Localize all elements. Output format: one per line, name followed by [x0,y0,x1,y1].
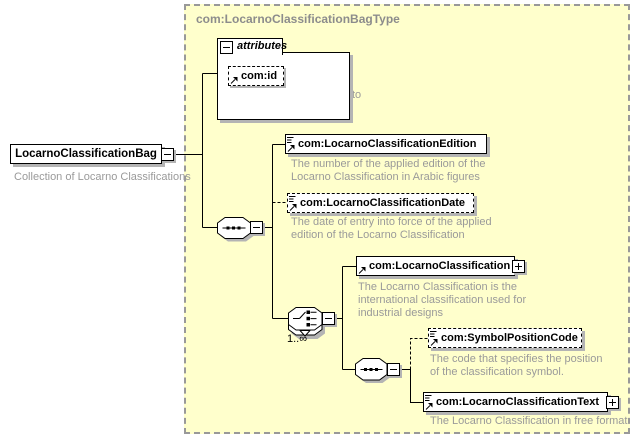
annotation: The number of the applied edition of the… [291,158,486,183]
multiplicity-label: 1..∞ [287,333,308,345]
reference-arrow-icon [230,77,238,84]
element-locarno-classification-text[interactable]: com:LocarnoClassificationText [423,392,608,412]
reference-arrow-icon [358,267,366,274]
element-locarno-classification-date[interactable]: com:LocarnoClassificationDate [287,193,474,213]
sequence-collapse-button[interactable] [250,221,263,234]
element-name: com:LocarnoClassificationText [436,396,599,408]
sequence-collapse-button[interactable] [387,363,400,376]
collapse-button[interactable] [161,148,174,161]
annotation: Collection of Locarno Classifications [14,171,191,183]
reference-arrow-icon [287,145,295,152]
reference-arrow-icon [425,403,433,410]
element-name: com:LocarnoClassification [369,260,511,272]
element-name: com:SymbolPositionCode [441,332,578,344]
element-locarno-classification-bag[interactable]: LocarnoClassificationBag [10,144,162,164]
expand-button[interactable] [512,260,525,273]
element-locarno-classification[interactable]: com:LocarnoClassification [356,256,515,276]
sequence-icon[interactable] [355,358,391,384]
choice-collapse-button[interactable] [322,312,335,325]
element-name: com:LocarnoClassificationEdition [298,138,477,150]
content-model-icon [425,395,432,401]
content-model-icon [430,331,437,337]
element-symbol-position-code[interactable]: com:SymbolPositionCode [428,328,582,348]
element-name: LocarnoClassificationBag [15,148,157,160]
complex-type-label: com:LocarnoClassificationBagType [196,12,400,26]
reference-arrow-icon [289,204,297,211]
solid-connectors [174,73,423,403]
attribute-name: com:id [241,70,278,82]
reference-arrow-icon [430,339,438,346]
content-model-icon [287,137,294,143]
annotation: The Locarno Classification in free forma… [430,415,628,427]
annotation: The code that specifies the position of … [430,353,603,378]
content-model-icon [289,196,296,202]
expand-button[interactable] [606,396,619,409]
annotation: The date of entry into force of the appl… [291,216,492,241]
sequence-icon[interactable] [217,217,254,242]
annotation: The Locarno Classification is the intern… [358,281,527,319]
attributes-box [217,52,350,120]
attribute-com-id[interactable]: com:id [228,66,284,86]
dashed-connectors [272,202,428,370]
attributes-collapse-button[interactable] [220,41,233,54]
element-locarno-classification-edition[interactable]: com:LocarnoClassificationEdition [285,134,487,154]
choice-icon[interactable] [288,307,326,340]
attributes-label: attributes [237,40,288,52]
attributes-tab [217,38,283,55]
element-name: com:LocarnoClassificationDate [300,197,466,209]
